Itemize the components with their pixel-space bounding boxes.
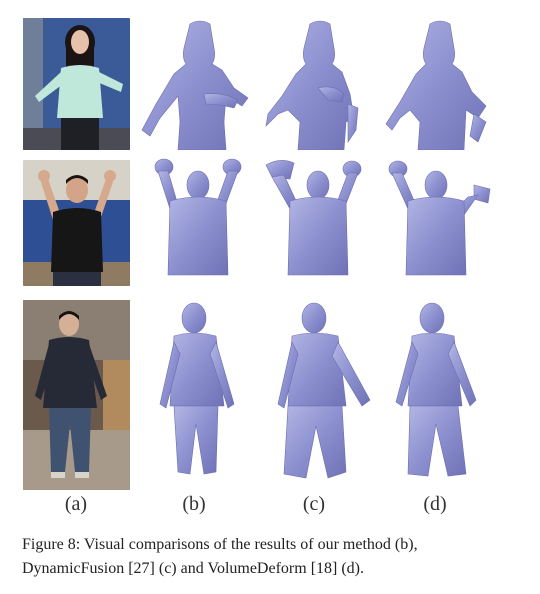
- mesh-b-row3: [138, 296, 258, 490]
- caption-line-1: Figure 8: Visual comparisons of the resu…: [22, 536, 418, 553]
- mesh-c-row3: [258, 296, 378, 490]
- mesh-c-row1: [258, 18, 378, 150]
- caption-line-2: DynamicFusion [27] (c) and VolumeDeform …: [22, 560, 364, 577]
- mesh-b-row2: [138, 155, 258, 287]
- column-label-b: (b): [182, 493, 206, 515]
- column-label-a: (a): [64, 493, 88, 515]
- photo-a-row2: [23, 160, 130, 286]
- photo-a-row1: [23, 18, 130, 150]
- column-label-d: (d): [423, 493, 447, 515]
- mesh-c-row2: [258, 155, 378, 287]
- mesh-d-row1: [378, 18, 498, 150]
- mesh-b-row1: [138, 18, 258, 150]
- photo-a-row3: [23, 300, 130, 490]
- mesh-d-row2: [378, 155, 498, 287]
- figure-caption: Figure 8: Visual comparisons of the resu…: [22, 533, 522, 581]
- mesh-d-row3: [378, 296, 498, 490]
- column-label-c: (c): [302, 493, 326, 515]
